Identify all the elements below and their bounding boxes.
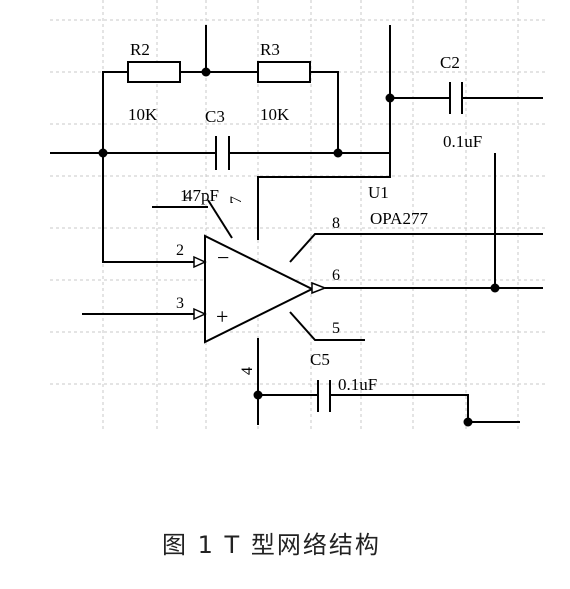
pin6-arrow	[311, 281, 328, 295]
c2-ref: C2	[440, 53, 460, 72]
r2-ref: R2	[130, 40, 150, 59]
c5-value: 0.1uF	[338, 375, 377, 394]
c3-ref: C3	[205, 107, 225, 126]
pin-4-label: 4	[239, 367, 256, 375]
u1-opamp	[204, 234, 315, 344]
pin-3-label: 3	[176, 295, 184, 312]
pin-6-label: 6	[332, 267, 340, 284]
c2-capacitor	[449, 82, 463, 114]
r3-value: 10K	[260, 105, 290, 124]
figure-caption: 图 1 T 型网络结构	[162, 531, 381, 559]
c2-value: 0.1uF	[443, 132, 482, 151]
pin-8-label: 8	[332, 215, 340, 232]
opamp-minus-sign: −	[217, 245, 229, 270]
pin-2-label: 2	[176, 242, 184, 259]
c3-value: 47pF	[184, 186, 219, 205]
c5-ref: C5	[310, 350, 330, 369]
c3-overlap-digit: 1	[180, 186, 189, 205]
pin2-arrow	[193, 255, 207, 269]
r3-ref: R3	[260, 40, 280, 59]
pin-7-label: 7	[228, 196, 245, 204]
pin-5-label: 5	[332, 320, 340, 337]
wires	[50, 25, 543, 425]
r3-resistor	[257, 61, 311, 83]
opamp-plus-sign: +	[216, 304, 228, 329]
pin3-arrow	[193, 307, 207, 321]
junction-dots	[98, 67, 500, 427]
c5-capacitor	[317, 380, 331, 412]
u1-ref: U1	[368, 183, 389, 202]
u1-part: OPA277	[370, 209, 428, 228]
c3-capacitor	[215, 136, 230, 170]
r2-resistor	[127, 61, 181, 83]
r2-value: 10K	[128, 105, 158, 124]
